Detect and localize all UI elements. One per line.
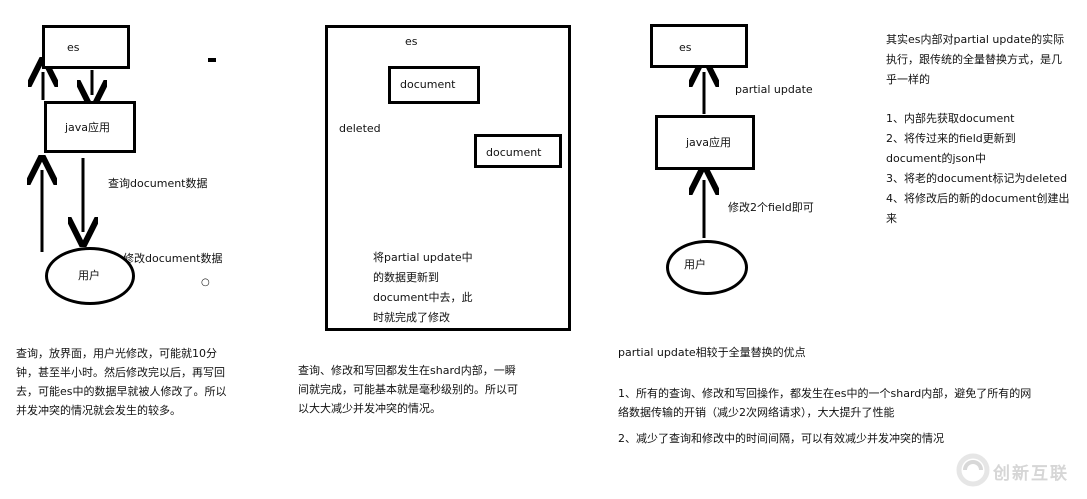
es-box-2: es [650, 24, 748, 68]
query-document-label: 查询document数据 [108, 177, 208, 190]
java-app-box-2: java应用 [655, 115, 755, 170]
user-ellipse: 用户 [45, 247, 135, 305]
advantages-title: partial update相较于全量替换的优点 [618, 346, 806, 359]
modify-document-label: 修改document数据 [123, 252, 223, 265]
old-document-box: document [388, 66, 480, 104]
advantage-2: 2、减少了查询和修改中的时间间隔，可以有效减少并发冲突的情况 [618, 432, 944, 445]
partial-update-description: 将partial update中的数据更新到document中去，此时就完成了修… [373, 251, 473, 324]
side-step-1: 1、内部先获取document [886, 112, 1015, 125]
user-label-2: 用户 [684, 258, 706, 271]
advantage-1: 1、所有的查询、修改和写回操作，都发生在es中的一个shard内部，避免了所有的… [618, 387, 1032, 419]
deleted-label: deleted [339, 122, 381, 135]
old-document-label: document [400, 78, 456, 91]
partial-update-label: partial update [735, 83, 813, 96]
small-circle-mark: ○ [201, 277, 210, 288]
java-app-label: java应用 [65, 121, 111, 134]
java-app-box: java应用 [44, 101, 136, 153]
watermark-logo: 创新互联 [955, 452, 1080, 488]
es-label-2: es [679, 41, 692, 54]
user-ellipse-2: 用户 [666, 240, 748, 295]
modify-fields-label: 修改2个field即可 [728, 201, 814, 214]
dash-mark [208, 58, 216, 62]
user-label: 用户 [78, 269, 100, 282]
watermark-text: 创新互联 [993, 464, 1069, 484]
new-document-box: document [474, 134, 562, 168]
panel2-note: 查询、修改和写回都发生在shard内部，一瞬间就完成，可能基本就是毫秒级别的。所… [298, 364, 518, 415]
panel1-note: 查询，放界面，用户光修改，可能就10分钟，甚至半小时。然后修改完以后，再写回去，… [16, 347, 227, 417]
side-intro: 其实es内部对partial update的实际执行，跟传统的全量替换方式，是几… [886, 33, 1065, 86]
es-box: es [42, 25, 130, 69]
side-step-4: 4、将修改后的新的document创建出来 [886, 192, 1070, 225]
new-document-label: document [486, 146, 542, 159]
side-step-3: 3、将老的document标记为deleted [886, 172, 1068, 185]
java-app-label-2: java应用 [686, 136, 732, 149]
shard-es-label: es [405, 35, 418, 48]
es-label: es [67, 41, 80, 54]
side-step-2: 2、将传过来的field更新到document的json中 [886, 132, 1016, 165]
watermark-swirl-icon [956, 453, 990, 487]
